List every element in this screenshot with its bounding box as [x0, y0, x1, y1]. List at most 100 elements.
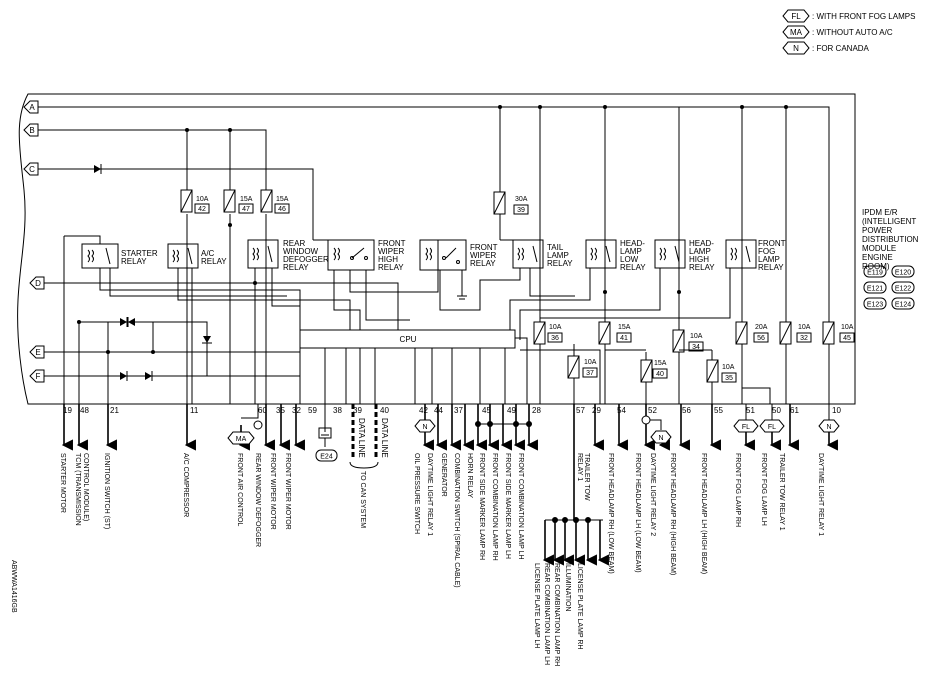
- terminal-numbers: 19 48 21 11 60 35 32 59 38 39 40 42 44 3…: [63, 406, 841, 415]
- entry-b: B: [23, 123, 39, 137]
- svg-text:10A: 10A: [841, 324, 854, 331]
- legend-text: : WITH FRONT FOG LAMPS: [812, 12, 915, 21]
- connector-e119: E119: [863, 265, 887, 278]
- svg-text:35: 35: [725, 375, 733, 382]
- diode-icon: [94, 164, 102, 174]
- svg-text:N: N: [658, 435, 663, 442]
- svg-text:RELAY: RELAY: [689, 263, 715, 272]
- svg-text:47: 47: [242, 206, 250, 213]
- data-lines: DATA LINE DATA LINE: [349, 404, 389, 469]
- diode-icon: [145, 371, 153, 381]
- svg-text:LAMP: LAMP: [758, 255, 780, 264]
- svg-text:E123: E123: [867, 302, 883, 309]
- diode-icon: [202, 336, 212, 344]
- ipdm-outline: [17, 93, 856, 405]
- legend-item-fl: FL : WITH FRONT FOG LAMPS: [782, 9, 915, 23]
- output-labels: STARTER MOTOR TCM (TRANSMISSION CONTROL …: [59, 453, 824, 666]
- svg-text:30A: 30A: [515, 196, 528, 203]
- output-label: FRONT SIDE MARKER LAMP LH: [504, 453, 511, 559]
- output-label: FRONT FOG LAMP RH: [734, 453, 741, 527]
- fuse-35: 10A 35: [706, 359, 737, 383]
- svg-text:60: 60: [258, 406, 267, 415]
- output-label: RELAY 1: [576, 453, 583, 481]
- output-label: ILLUMINATION: [564, 563, 571, 612]
- entry-f: F: [29, 369, 45, 383]
- legend: FL : WITH FRONT FOG LAMPS MA : WITHOUT A…: [782, 9, 915, 55]
- output-label: DAYTIME LIGHT RELAY 1: [817, 453, 824, 536]
- output-label: TCM (TRANSMISSION: [74, 453, 81, 526]
- svg-text:45: 45: [843, 335, 851, 342]
- svg-text:52: 52: [648, 406, 657, 415]
- entry-points: A B C D E F: [23, 100, 45, 383]
- legend-code: MA: [790, 28, 803, 37]
- svg-text:28: 28: [532, 406, 541, 415]
- svg-text:15A: 15A: [618, 324, 631, 331]
- svg-text:42: 42: [419, 406, 428, 415]
- svg-text:40: 40: [656, 371, 664, 378]
- svg-text:E124: E124: [895, 302, 911, 309]
- connector-e120: E120: [891, 265, 915, 278]
- output-label: FRONT HEADLAMP RH (LOW BEAM): [607, 453, 614, 574]
- svg-text:N: N: [422, 424, 427, 431]
- module-label-line: DISTRIBUTION: [862, 235, 919, 244]
- svg-text:45: 45: [482, 406, 491, 415]
- diode-icon: [120, 371, 128, 381]
- svg-text:REAR: REAR: [283, 239, 305, 248]
- svg-text:DEFOGGER: DEFOGGER: [283, 255, 329, 264]
- svg-text:RELAY: RELAY: [758, 263, 784, 272]
- fuse-41: 15A 41: [598, 321, 632, 345]
- module-label-line: MODULE: [862, 244, 896, 253]
- output-label: REAR COMBINATION LAMP LH: [543, 563, 550, 665]
- svg-text:FRONT: FRONT: [378, 239, 406, 248]
- svg-text:40: 40: [380, 406, 389, 415]
- svg-text:46: 46: [278, 206, 286, 213]
- svg-text:10A: 10A: [722, 364, 735, 371]
- output-label: REAR WINDOW DEFOGGER: [254, 453, 261, 547]
- svg-text:RELAY: RELAY: [201, 257, 227, 266]
- svg-text:FRONT: FRONT: [758, 239, 786, 248]
- svg-text:38: 38: [333, 406, 342, 415]
- legend-item-ma: MA : WITHOUT AUTO A/C: [782, 25, 893, 39]
- svg-text:15A: 15A: [240, 196, 253, 203]
- diode-icon: [120, 317, 128, 327]
- svg-text:41: 41: [620, 335, 628, 342]
- svg-text:15A: 15A: [276, 196, 289, 203]
- output-label: FRONT AIR CONTROL: [236, 453, 243, 526]
- module-label-line: POWER: [862, 226, 892, 235]
- entry-a: A: [23, 100, 39, 114]
- output-label: COMBINATION SWITCH (SPIRAL CABLE): [453, 453, 460, 588]
- svg-text:A/C: A/C: [201, 249, 215, 258]
- svg-text:FOG: FOG: [758, 247, 775, 256]
- svg-text:36: 36: [551, 335, 559, 342]
- svg-text:19: 19: [63, 406, 72, 415]
- output-label: REAR COMBINATION LAMP RH: [553, 563, 560, 666]
- svg-text:E122: E122: [895, 286, 911, 293]
- output-label: A/C COMPRESSOR: [182, 453, 189, 517]
- svg-text:42: 42: [198, 206, 206, 213]
- svg-text:10A: 10A: [584, 359, 597, 366]
- output-label: LICENSE PLATE LAMP LH: [533, 563, 540, 648]
- svg-text:WIPER: WIPER: [470, 251, 496, 260]
- mark-n: N: [818, 419, 840, 433]
- svg-text:48: 48: [80, 406, 89, 415]
- svg-text:LOW: LOW: [620, 255, 639, 264]
- output-label: FRONT WIPER MOTOR: [269, 453, 276, 530]
- svg-text:E24: E24: [320, 454, 333, 461]
- svg-text:WIPER: WIPER: [378, 247, 404, 256]
- legend-code: N: [793, 44, 799, 53]
- output-label: DAYTIME LIGHT RELAY 2: [649, 453, 656, 536]
- output-label: FRONT SIDE MARKER LAMP RH: [478, 453, 485, 560]
- svg-text:HEAD-: HEAD-: [620, 239, 645, 248]
